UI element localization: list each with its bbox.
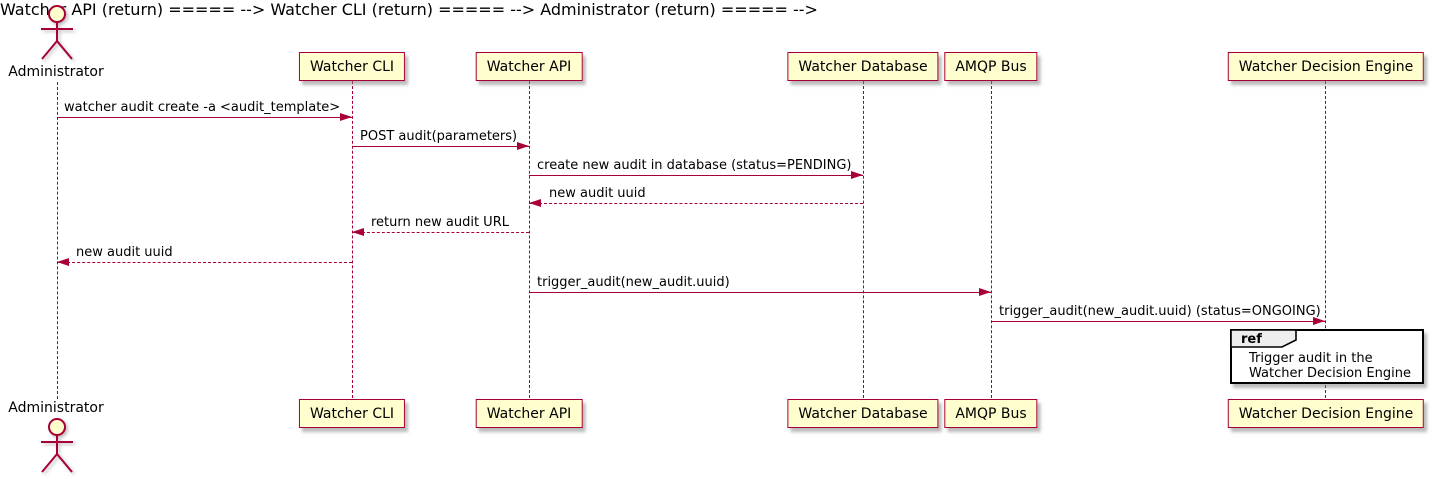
message-5-line [352, 232, 529, 233]
ref-text-line2: Watcher Decision Engine [1249, 366, 1411, 381]
message-6-label: new audit uuid [76, 245, 173, 260]
message-8-label: trigger_audit(new_audit.uuid) (status=ON… [999, 304, 1321, 319]
message-8-line [991, 321, 1325, 322]
participant-watcher-decision-engine-top: Watcher Decision Engine [1227, 52, 1425, 81]
actor-icon-top [41, 5, 73, 60]
message-8-arrowhead-icon [1313, 317, 1325, 325]
message-2-line [352, 146, 529, 147]
participant-watcher-api-top: Watcher API [475, 52, 583, 81]
participant-watcher-database-bottom: Watcher Database [787, 399, 939, 428]
message-3-arrowhead-icon [851, 171, 863, 179]
participant-watcher-cli-top: Watcher CLI [298, 52, 406, 81]
message-6-line [57, 262, 352, 263]
lifeline-watcher-api [529, 81, 530, 398]
lifeline-watcher-decision-engine [1325, 81, 1326, 398]
message-7-arrowhead-icon [979, 288, 991, 296]
participant-watcher-database-top: Watcher Database [787, 52, 939, 81]
ref-text-line1: Trigger audit in the [1249, 351, 1373, 366]
participant-watcher-decision-engine-bottom: Watcher Decision Engine [1227, 399, 1425, 428]
message-5-arrowhead-icon [352, 228, 364, 236]
participant-amqp-bus-top: AMQP Bus [944, 52, 1038, 81]
ref-text: Trigger audit in the Watcher Decision En… [1249, 351, 1411, 381]
message-4-arrowhead-icon [529, 199, 541, 207]
actor-label-top: Administrator [8, 64, 104, 80]
actor-icon-bottom [41, 418, 73, 473]
lifeline-watcher-cli [352, 81, 353, 398]
participant-amqp-bus-bottom: AMQP Bus [944, 399, 1038, 428]
participant-watcher-api-bottom: Watcher API [475, 399, 583, 428]
message-1-arrowhead-icon [340, 113, 352, 121]
actor-label-bottom: Administrator [8, 400, 104, 416]
message-1-line [57, 117, 352, 118]
ref-tab-icon [1230, 329, 1297, 348]
message-3-line [529, 175, 863, 176]
message-1-label: watcher audit create -a <audit_template> [64, 100, 341, 115]
message-7-label: trigger_audit(new_audit.uuid) [537, 275, 730, 290]
message-2-arrowhead-icon [517, 142, 529, 150]
lifeline-administrator [57, 82, 58, 399]
ref-keyword: ref [1241, 332, 1262, 347]
message-4-line [529, 203, 863, 204]
message-2-label: POST audit(parameters) [360, 129, 518, 144]
message-7-line [529, 292, 991, 293]
message-6-arrowhead-icon [57, 258, 69, 266]
message-5-label: return new audit URL [371, 215, 509, 230]
ref-fragment: ref Trigger audit in the Watcher Decisio… [1230, 329, 1424, 384]
lifeline-amqp-bus [991, 81, 992, 398]
participant-watcher-cli-bottom: Watcher CLI [298, 399, 406, 428]
lifeline-watcher-database [863, 81, 864, 398]
message-3-label: create new audit in database (status=PEN… [537, 158, 852, 173]
message-4-label: new audit uuid [549, 186, 646, 201]
